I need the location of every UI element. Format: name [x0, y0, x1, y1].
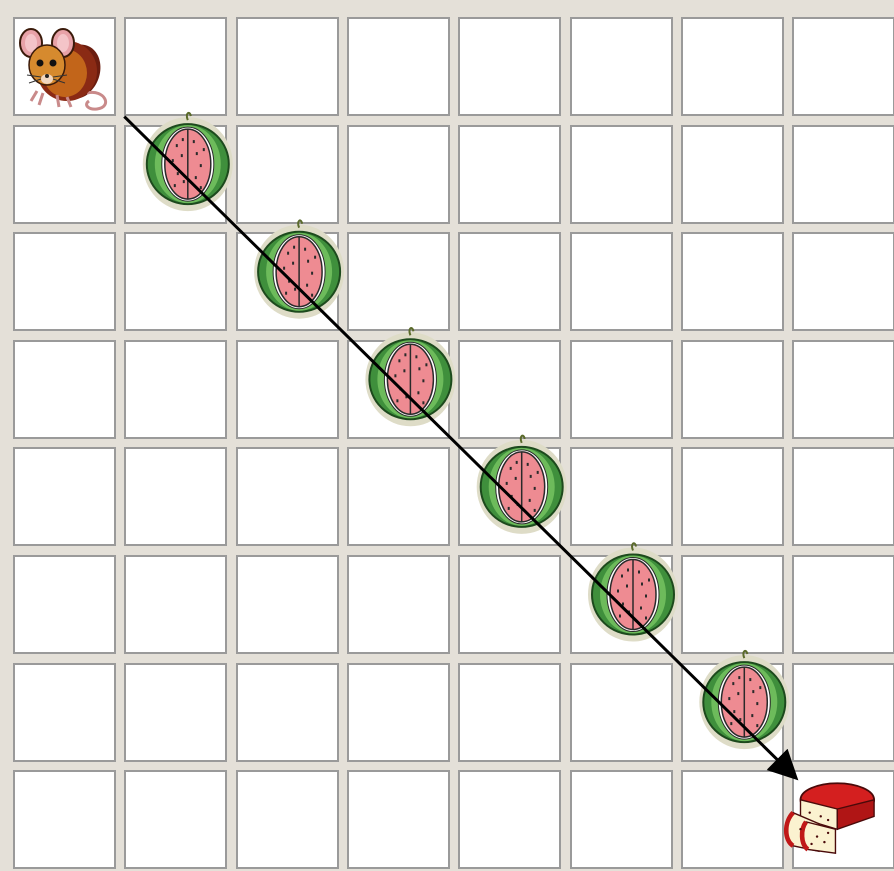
board-cell[interactable] — [236, 125, 339, 224]
board-cell[interactable] — [792, 340, 894, 439]
board-cell[interactable] — [124, 17, 227, 116]
board-cell[interactable] — [458, 125, 561, 224]
board-cell[interactable] — [570, 447, 673, 546]
board-cell[interactable] — [124, 447, 227, 546]
board-cell[interactable] — [570, 232, 673, 331]
board-cell[interactable] — [458, 770, 561, 869]
board-cell[interactable] — [13, 17, 116, 116]
board-cell[interactable] — [681, 17, 784, 116]
board-cell[interactable] — [236, 447, 339, 546]
board-cell[interactable] — [236, 555, 339, 654]
board-cell[interactable] — [458, 232, 561, 331]
board-cell[interactable] — [458, 663, 561, 762]
board-cell[interactable] — [236, 232, 339, 331]
board-cell[interactable] — [681, 232, 784, 331]
board-cell[interactable] — [792, 555, 894, 654]
board-cell[interactable] — [347, 125, 450, 224]
board-cell[interactable] — [236, 17, 339, 116]
board-cell[interactable] — [347, 447, 450, 546]
board-cell[interactable] — [236, 340, 339, 439]
board-cell[interactable] — [570, 663, 673, 762]
board-cell[interactable] — [13, 232, 116, 331]
board-cell[interactable] — [124, 232, 227, 331]
board-cell[interactable] — [124, 663, 227, 762]
board-cell[interactable] — [681, 447, 784, 546]
board-cell[interactable] — [681, 663, 784, 762]
board-cell[interactable] — [792, 447, 894, 546]
board-cell[interactable] — [347, 340, 450, 439]
board-cell[interactable] — [13, 555, 116, 654]
board-cell[interactable] — [13, 340, 116, 439]
board-cell[interactable] — [347, 17, 450, 116]
board-cell[interactable] — [458, 340, 561, 439]
board-cell[interactable] — [13, 125, 116, 224]
board-cell[interactable] — [792, 770, 894, 869]
board-cell[interactable] — [458, 447, 561, 546]
board-cell[interactable] — [458, 555, 561, 654]
board-cell[interactable] — [124, 555, 227, 654]
board-cell[interactable] — [347, 663, 450, 762]
board-cell[interactable] — [347, 555, 450, 654]
board-cell[interactable] — [124, 340, 227, 439]
board-cell[interactable] — [570, 17, 673, 116]
board-cell[interactable] — [458, 17, 561, 116]
board-cell[interactable] — [570, 125, 673, 224]
board-cell[interactable] — [792, 17, 894, 116]
board-cell[interactable] — [347, 232, 450, 331]
board-cell[interactable] — [347, 770, 450, 869]
board-cell[interactable] — [13, 770, 116, 869]
board-cell[interactable] — [570, 555, 673, 654]
board-cell[interactable] — [681, 770, 784, 869]
board-cell[interactable] — [681, 555, 784, 654]
board-cell[interactable] — [792, 125, 894, 224]
board-cell[interactable] — [124, 770, 227, 869]
board-cell[interactable] — [13, 447, 116, 546]
board-cell[interactable] — [236, 770, 339, 869]
board-cell[interactable] — [236, 663, 339, 762]
board-cell[interactable] — [681, 125, 784, 224]
board-cell[interactable] — [792, 663, 894, 762]
board-cell[interactable] — [570, 770, 673, 869]
board-cell[interactable] — [124, 125, 227, 224]
board-cell[interactable] — [681, 340, 784, 439]
board-cell[interactable] — [13, 663, 116, 762]
board-cell[interactable] — [570, 340, 673, 439]
board-cell[interactable] — [792, 232, 894, 331]
